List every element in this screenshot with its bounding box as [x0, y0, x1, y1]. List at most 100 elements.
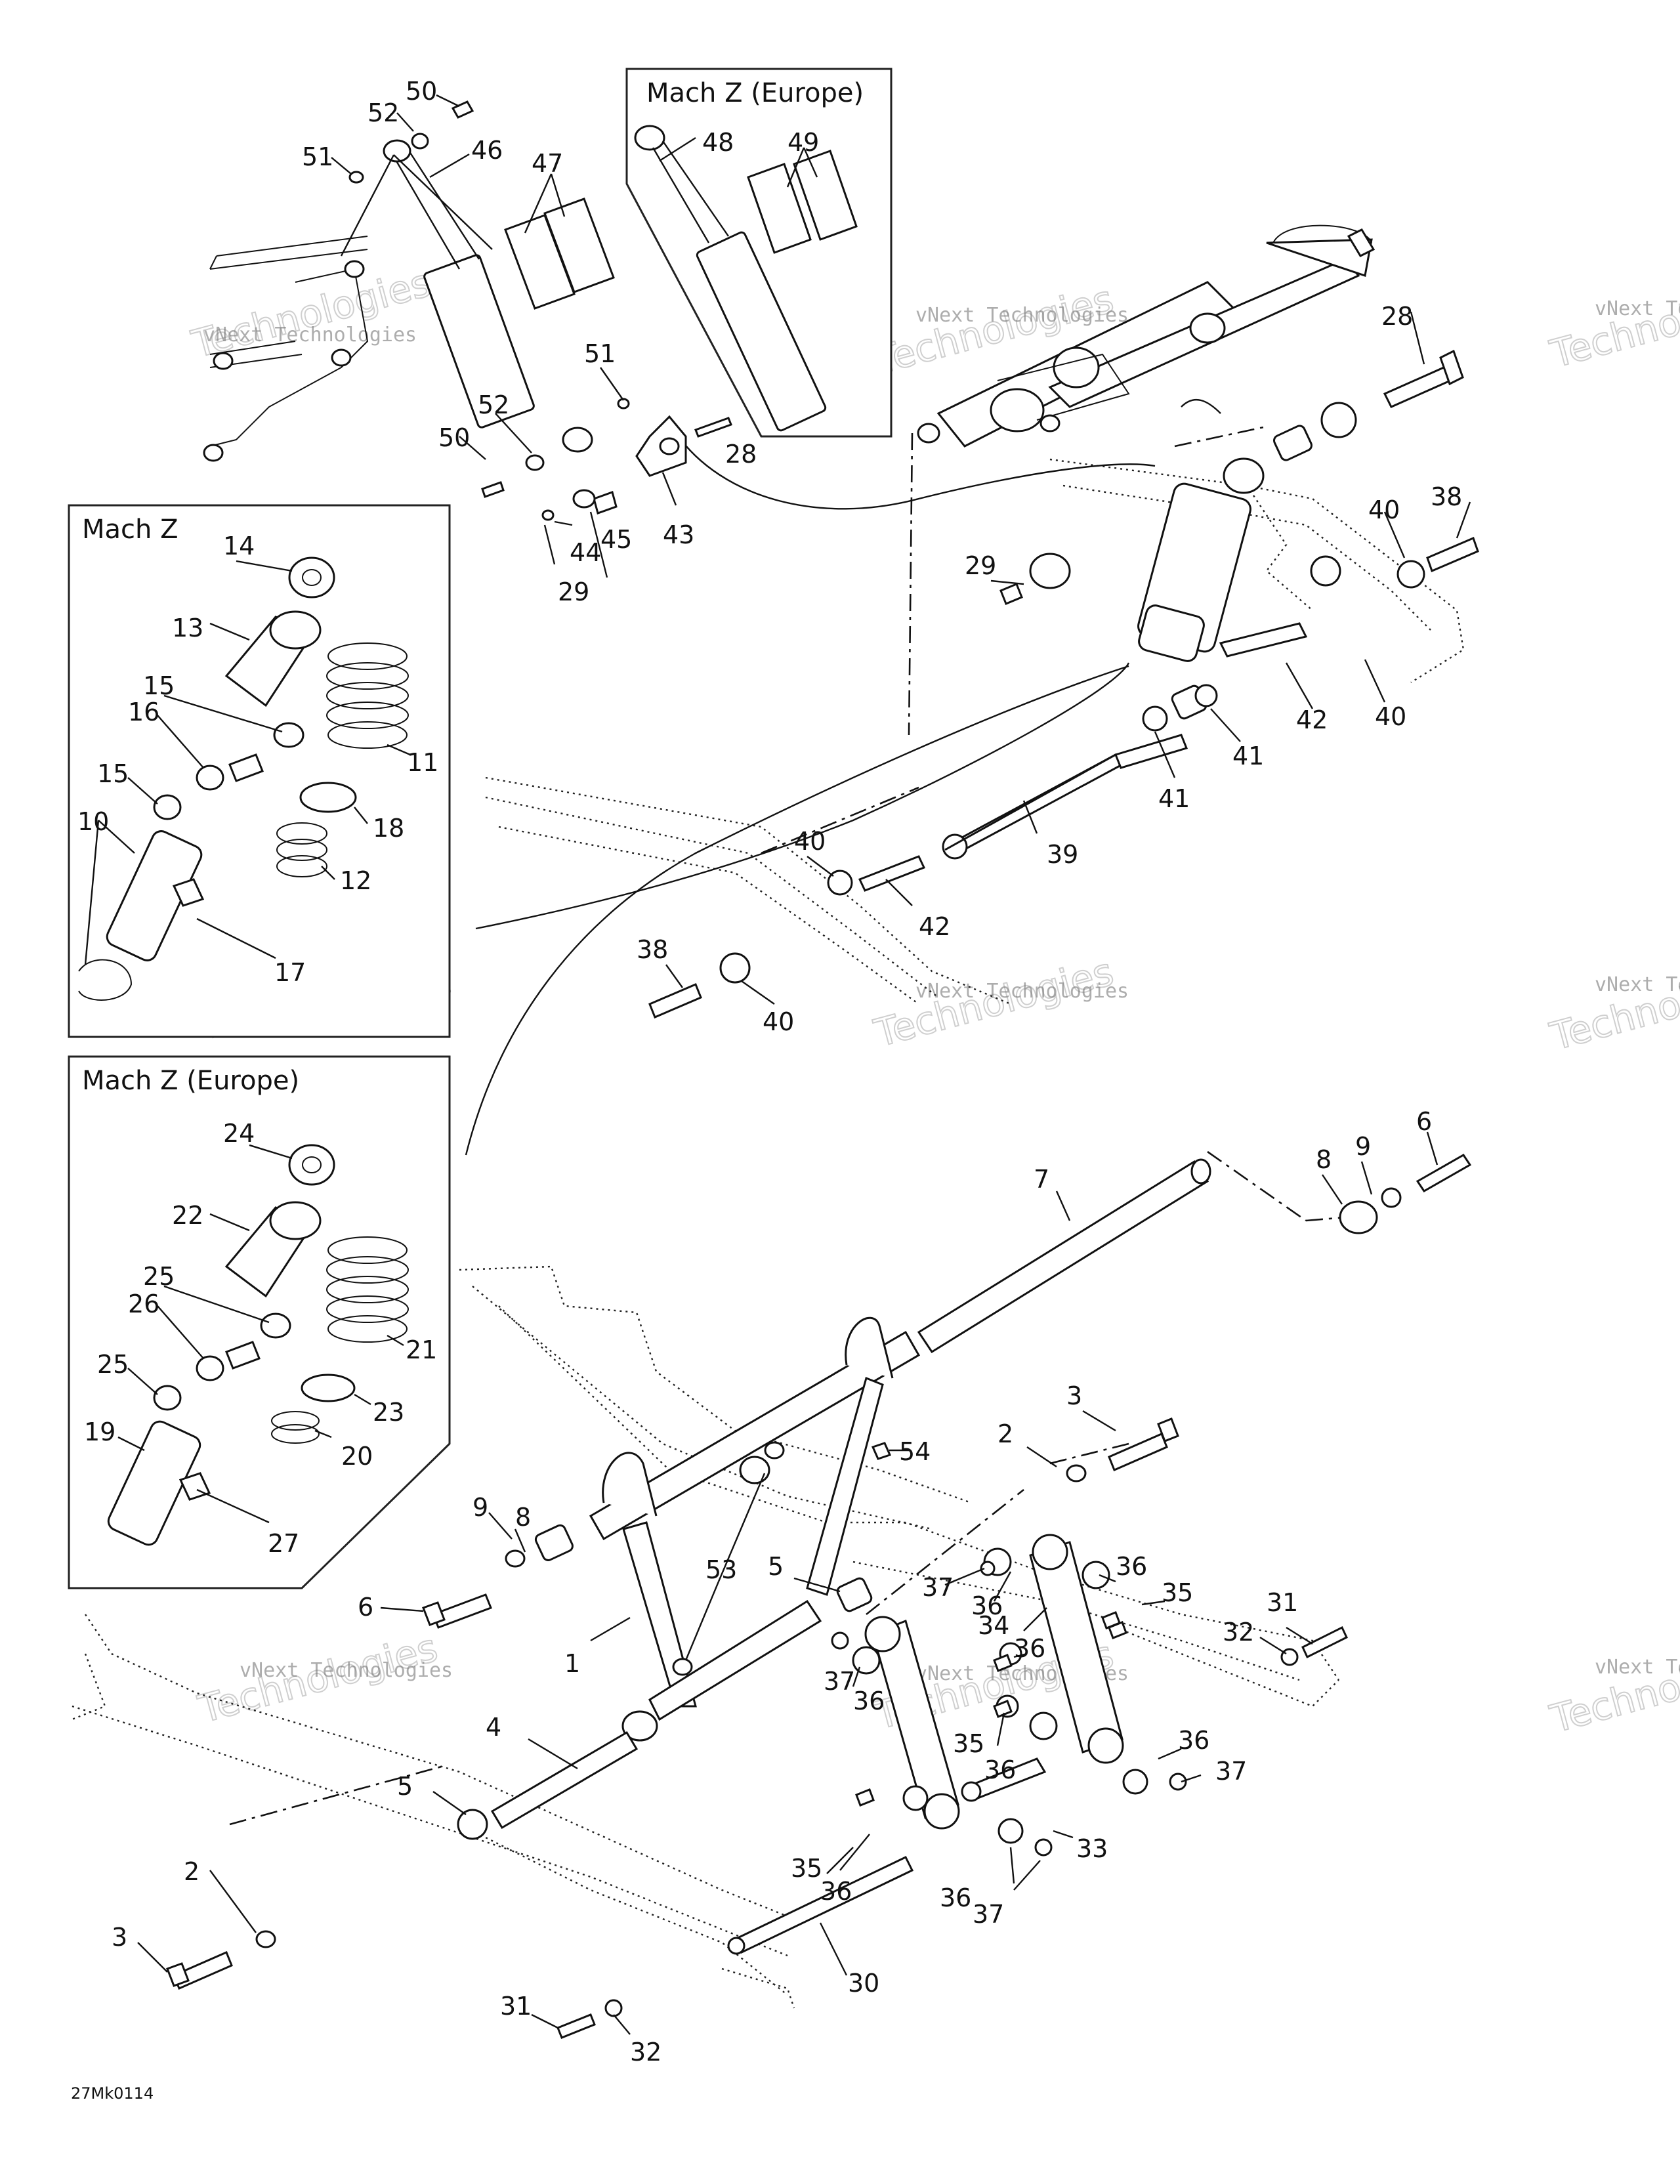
callout: 54 [899, 1437, 931, 1466]
callout: 32 [1223, 1618, 1254, 1647]
callout: 22 [172, 1201, 203, 1230]
watermark-text: vNext Technologies [240, 1659, 453, 1682]
callout: 32 [630, 2038, 662, 2067]
callout: 4 [486, 1713, 501, 1742]
callout: 10 [77, 807, 109, 836]
callout: 36 [984, 1755, 1016, 1784]
panel-mach-z-europe-top: Mach Z (Europe) [625, 68, 892, 438]
rear-arm-upper [648, 224, 1479, 1018]
callout: 25 [143, 1262, 175, 1291]
leader-lines [84, 94, 1471, 2035]
callout: 42 [1296, 705, 1328, 734]
callout: 17 [274, 958, 306, 987]
callout: 5 [768, 1552, 784, 1581]
drawing-code: 27Mk0114 [71, 2084, 154, 2103]
callout: 14 [223, 532, 255, 560]
panel-mach-z: Mach Z [68, 504, 451, 1038]
callout: 9 [472, 1493, 488, 1522]
callout: 35 [953, 1729, 984, 1758]
watermark-logo: Technologies [1545, 270, 1680, 376]
callout: 38 [637, 935, 668, 964]
callout: 13 [172, 614, 203, 642]
callout: 12 [340, 866, 371, 895]
watermark-text: vNext Technologies [915, 304, 1129, 327]
front-arm-lower [166, 1154, 1472, 2039]
callout: 40 [1368, 495, 1400, 524]
callout: 35 [791, 1854, 822, 1883]
callout: 49 [788, 128, 819, 157]
watermark-logo: Technologies [187, 260, 435, 366]
callout: 30 [848, 1969, 879, 1998]
callout: 36 [971, 1591, 1003, 1620]
callout: 16 [128, 698, 159, 726]
callout-numbers: 50 52 51 46 47 48 49 51 52 50 28 44 45 4… [77, 77, 1462, 2067]
callout: 46 [471, 136, 503, 165]
callout: 3 [112, 1923, 127, 1952]
callout: 53 [705, 1555, 737, 1584]
callout: 21 [406, 1335, 437, 1364]
callout: 29 [558, 578, 589, 606]
callout: 41 [1232, 742, 1264, 770]
callout: 20 [341, 1442, 373, 1471]
callout: 34 [978, 1611, 1009, 1640]
panel-title: Mach Z (Europe) [82, 1066, 299, 1096]
callout: 31 [1267, 1588, 1298, 1617]
watermark-text: vNext Technologies [915, 980, 1129, 1003]
callout: 28 [725, 440, 757, 469]
callout: 42 [919, 912, 950, 941]
callout: 24 [223, 1119, 255, 1148]
callout: 11 [407, 748, 438, 777]
callout: 5 [397, 1772, 413, 1801]
callout: 19 [84, 1418, 116, 1446]
callout: 9 [1355, 1132, 1371, 1161]
callout: 36 [940, 1883, 971, 1912]
callout: 39 [1047, 840, 1078, 869]
callout: 8 [515, 1503, 531, 1532]
shock-assembly-top [203, 100, 732, 521]
callout: 38 [1431, 482, 1462, 511]
callout: 36 [853, 1687, 885, 1715]
callout: 36 [1178, 1726, 1209, 1755]
callout: 36 [1014, 1634, 1045, 1663]
callout: 6 [358, 1593, 373, 1622]
panel-title: Mach Z (Europe) [646, 78, 864, 108]
callout: 44 [570, 538, 601, 567]
watermark-text: vNext Technologies [1595, 297, 1680, 320]
panel-mach-z-europe-left: Mach Z (Europe) [68, 1055, 451, 1589]
callout: 50 [406, 77, 437, 106]
callout: 50 [438, 423, 470, 452]
callout: 37 [973, 1900, 1004, 1929]
callout: 43 [663, 520, 694, 549]
callout: 33 [1076, 1834, 1108, 1863]
watermark-text: vNext Technologies [1595, 1656, 1680, 1679]
callout: 41 [1158, 784, 1190, 813]
callout: 35 [1162, 1578, 1193, 1607]
callout: 40 [763, 1007, 794, 1036]
callout: 3 [1066, 1381, 1082, 1410]
callout: 1 [564, 1649, 580, 1678]
callout: 28 [1381, 302, 1413, 331]
callout: 26 [128, 1290, 159, 1318]
panel-title: Mach Z [82, 514, 178, 545]
callout: 7 [1034, 1165, 1049, 1194]
callout: 48 [702, 128, 734, 157]
watermark-text: vNext Technologies [203, 324, 417, 346]
callout: 15 [143, 671, 175, 700]
callout: 31 [500, 1992, 532, 2021]
callout: 27 [268, 1529, 299, 1558]
watermark-text: vNext Technologies [1595, 973, 1680, 996]
callout: 36 [1116, 1552, 1147, 1581]
callout: 29 [965, 551, 996, 580]
callout: 51 [584, 339, 616, 368]
callout: 52 [478, 390, 509, 419]
callout: 45 [600, 525, 632, 554]
callout: 40 [1375, 702, 1406, 731]
callout: 8 [1316, 1145, 1332, 1174]
callout: 37 [922, 1573, 954, 1602]
callout: 2 [184, 1857, 200, 1886]
callout: 2 [998, 1419, 1013, 1448]
callout: 15 [97, 759, 129, 788]
callout: 37 [1215, 1757, 1247, 1786]
watermark-logo: Technologies [1545, 952, 1680, 1059]
